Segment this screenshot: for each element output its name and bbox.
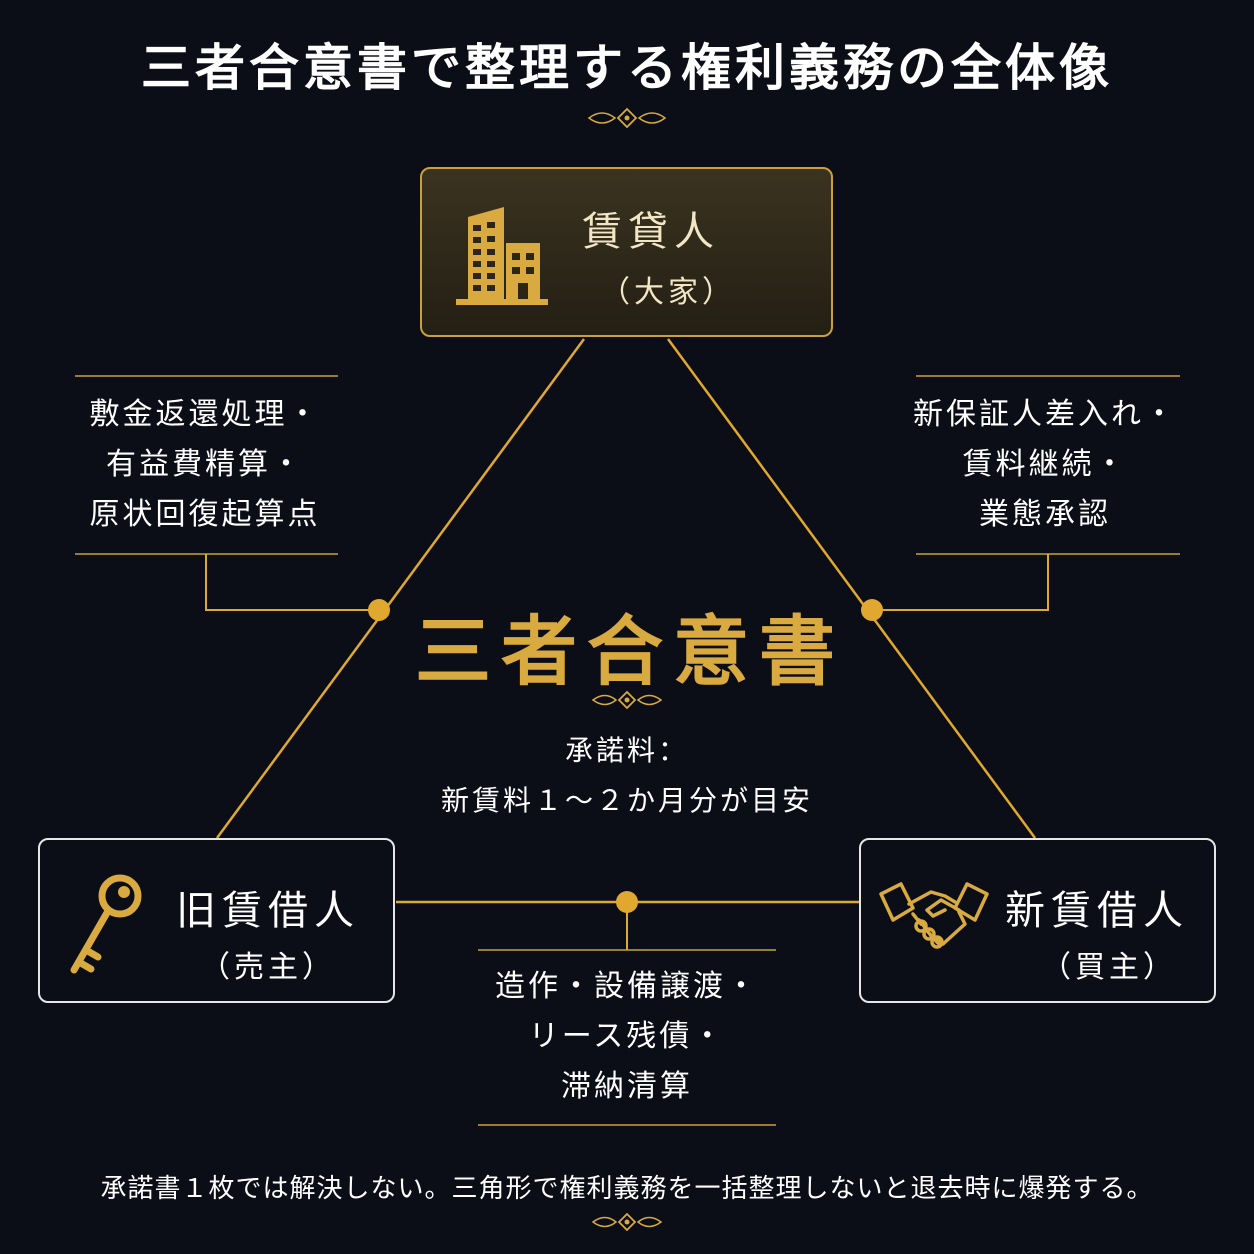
new-tenant-box: 新賃借人 （買主） bbox=[859, 838, 1216, 1003]
line-landlord-oldtenant bbox=[215, 338, 586, 839]
note-bottom-line-1: 造作・設備譲渡・ bbox=[495, 969, 759, 1004]
key-icon bbox=[70, 874, 142, 974]
note-right-line-1: 新保証人差入れ・ bbox=[913, 397, 1177, 432]
note-bottom-line-3: 滞納清算 bbox=[561, 1069, 693, 1104]
landlord-name: 賃貸人 bbox=[582, 209, 720, 255]
center-ornament bbox=[591, 690, 663, 710]
page-title: 三者合意書で整理する権利義務の全体像 bbox=[141, 38, 1113, 97]
new-tenant-sub: （買主） bbox=[1041, 950, 1177, 985]
old-tenant-name: 旧賃借人 bbox=[176, 888, 360, 934]
landlord-box: 賃貸人 （大家） bbox=[420, 167, 833, 337]
landlord-sub: （大家） bbox=[600, 275, 736, 310]
note-left-line-1: 敷金返還処理・ bbox=[89, 397, 321, 432]
note-right-line-2: 賃料継続・ bbox=[962, 447, 1128, 482]
building-icon bbox=[456, 207, 548, 305]
fee-value: 新賃料１〜２か月分が目安 bbox=[440, 784, 813, 817]
line-landlord-newtenant bbox=[666, 338, 1037, 839]
note-bottom: 造作・設備譲渡・ リース残債・ 滞納清算 bbox=[462, 962, 792, 1112]
footer-caption: 承諾書１枚では解決しない。三角形で権利義務を一括整理しないと退去時に爆発する。 bbox=[100, 1174, 1154, 1204]
center-title: 三者合意書 bbox=[415, 607, 845, 696]
note-right: 新保証人差入れ・ 賃料継続・ 業態承認 bbox=[880, 390, 1210, 540]
footer-ornament bbox=[591, 1212, 663, 1232]
note-left-line-3: 原状回復起算点 bbox=[89, 497, 321, 532]
title-ornament bbox=[587, 107, 667, 129]
new-tenant-name: 新賃借人 bbox=[1005, 888, 1189, 934]
note-left-line-2: 有益費精算・ bbox=[106, 447, 304, 482]
fee-label: 承諾料： bbox=[564, 734, 689, 767]
note-bottom-line-2: リース残債・ bbox=[528, 1019, 726, 1054]
note-right-line-3: 業態承認 bbox=[979, 497, 1111, 532]
fee-block: 承諾料： 新賃料１〜２か月分が目安 bbox=[380, 726, 874, 826]
handshake-icon bbox=[879, 882, 989, 949]
old-tenant-sub: （売主） bbox=[200, 950, 336, 985]
note-left: 敷金返還処理・ 有益費精算・ 原状回復起算点 bbox=[40, 390, 370, 540]
old-tenant-box: 旧賃借人 （売主） bbox=[38, 838, 395, 1003]
